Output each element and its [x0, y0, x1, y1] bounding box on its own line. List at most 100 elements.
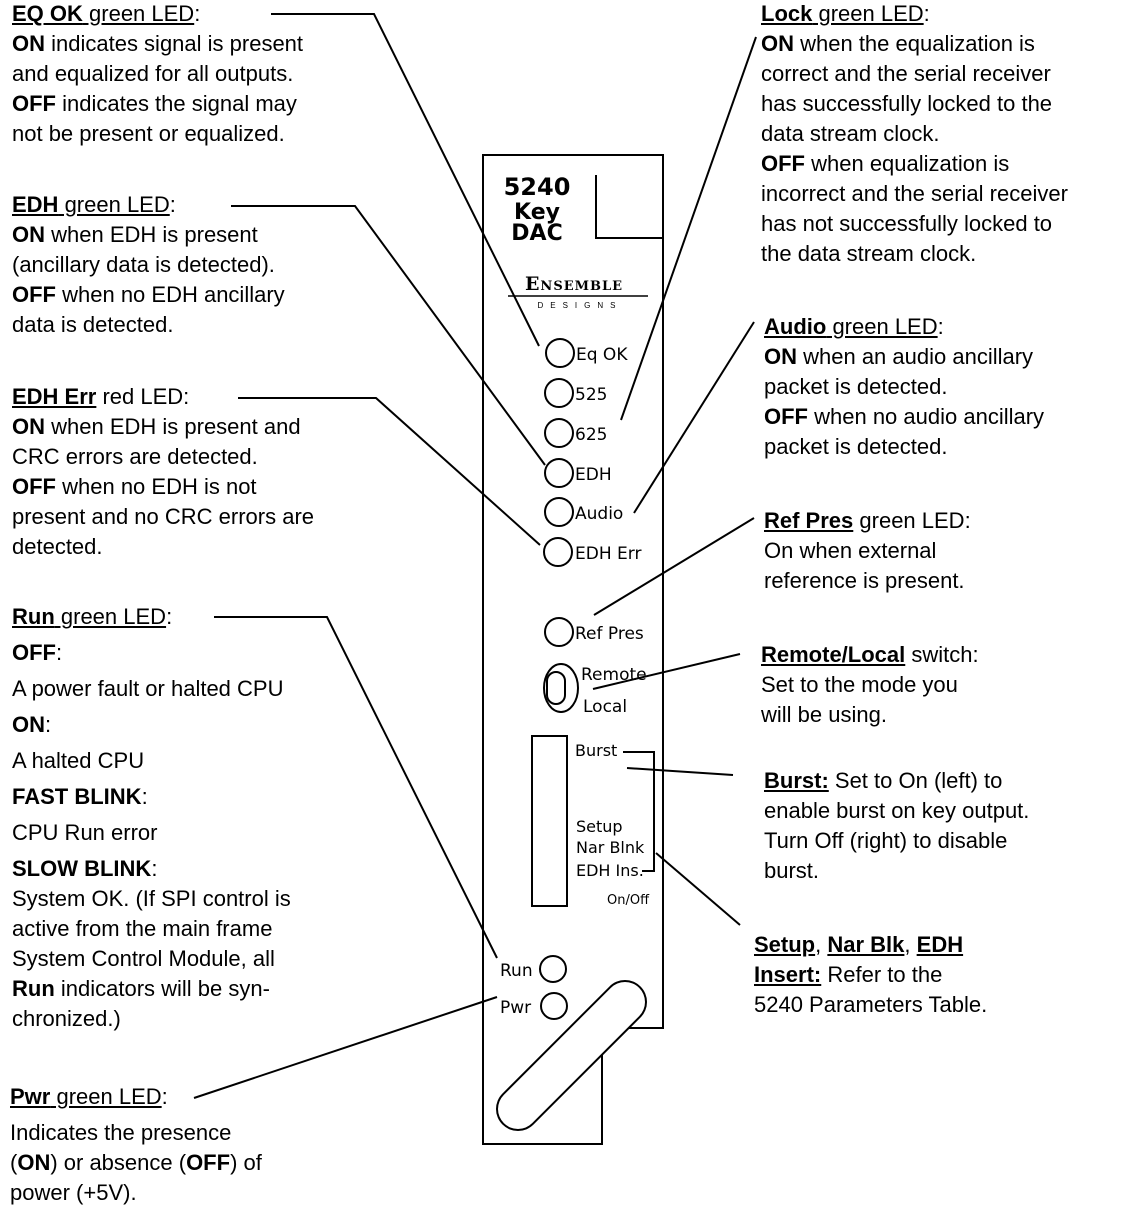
ann-pwr-text3: ) of — [230, 1150, 262, 1175]
ann-edh-off-text2: data is detected. — [12, 312, 174, 337]
leader-lines — [193, 13, 757, 1099]
ann-eq-ok-off: OFF — [12, 91, 56, 116]
leader-burst — [626, 767, 734, 776]
ann-run-name: Run — [12, 604, 55, 629]
led-audio — [544, 497, 574, 527]
ann-edh-err-type: red LED: — [96, 384, 190, 409]
led-edh-err — [543, 537, 573, 567]
ann-lock-on-text2: correct and the serial receiver — [761, 61, 1051, 86]
ann-eq-ok-name: EQ OK — [12, 1, 83, 26]
ann-lock-type: green LED — [812, 1, 924, 26]
ann-run-type: green LED — [54, 604, 167, 629]
led-pwr — [540, 992, 568, 1020]
ann-pwr-type: green LED — [50, 1084, 162, 1109]
ann-eq-ok-on: ON — [12, 31, 45, 56]
leader-audio — [633, 321, 755, 514]
dip-label-on-off: On/Off — [607, 893, 650, 908]
leader-run — [214, 616, 498, 959]
leader-pwr — [193, 996, 498, 1099]
ann-burst-text1: Set to On (left) to — [828, 768, 1003, 793]
ann-run-on-colon: : — [45, 712, 52, 737]
switch-label-local: Local — [583, 697, 627, 717]
ann-run-fast: FAST BLINK — [12, 784, 142, 809]
ann-ref-pres-text2: reference is present. — [764, 568, 965, 593]
ann-lock-colon: : — [923, 1, 930, 26]
ann-audio-on-text: when an audio ancillary — [797, 344, 1034, 369]
ann-audio-off-text2: packet is detected. — [764, 434, 948, 459]
ann-edh-err-on: ON — [12, 414, 45, 439]
ann-setup-text2: 5240 Parameters Table. — [754, 992, 988, 1017]
led-label-625: 625 — [575, 425, 607, 445]
ann-audio-off-text: when no audio ancillary — [808, 404, 1045, 429]
panel-name-line2: DAC — [511, 221, 562, 246]
ann-run-colon: : — [166, 604, 173, 629]
ann-eq-ok-colon: : — [194, 1, 201, 26]
leader-ref-pres — [593, 517, 755, 616]
annotation-lock: Lock green LED: ON when the equalization… — [761, 0, 1068, 269]
ann-remote-local-text2: will be using. — [761, 702, 887, 727]
ann-burst-text3: Turn Off (right) to disable — [764, 828, 1008, 853]
ann-run-slow-run: Run — [12, 976, 55, 1001]
ann-burst-text2: enable burst on key output. — [764, 798, 1030, 823]
led-label-pwr: Pwr — [500, 998, 531, 1018]
ann-setup-name4: Insert: — [754, 962, 822, 987]
ann-run-slow-text5: chronized.) — [12, 1006, 121, 1031]
ann-run-on-text: A halted CPU — [12, 748, 145, 773]
ann-run-slow-colon: : — [151, 856, 158, 881]
ann-pwr-text4: power (+5V). — [10, 1180, 137, 1205]
led-625 — [544, 418, 574, 448]
ann-lock-off-text3: has not successfully locked to — [761, 211, 1053, 236]
ann-pwr-text1: Indicates the presence — [10, 1120, 232, 1145]
brand-logo: Ensemble — [525, 273, 623, 295]
brand-sub: DESIGNS — [537, 301, 622, 310]
dip-label-burst: Burst — [575, 741, 617, 760]
ann-run-slow-text2: active from the main frame — [12, 916, 273, 941]
ann-pwr-name: Pwr — [10, 1084, 51, 1109]
led-label-audio: Audio — [575, 504, 623, 524]
annotation-ref-pres: Ref Pres green LED: On when external ref… — [764, 506, 971, 596]
leader-lock — [620, 36, 757, 421]
ann-audio-colon: : — [937, 314, 944, 339]
leader-edh — [231, 205, 546, 466]
led-525 — [544, 378, 574, 408]
ann-edh-err-off-text3: detected. — [12, 534, 103, 559]
ann-edh-err-off-text2: present and no CRC errors are — [12, 504, 315, 529]
dip-label-setup: Setup — [576, 817, 623, 836]
annotation-burst: Burst: Set to On (left) to enable burst … — [764, 766, 1029, 886]
ann-edh-name: EDH — [12, 192, 59, 217]
ann-lock-off-text4: the data stream clock. — [761, 241, 977, 266]
ann-lock-on-text4: data stream clock. — [761, 121, 940, 146]
ann-ref-pres-type: green LED: — [853, 508, 971, 533]
ann-eq-ok-off-text: indicates the signal may — [56, 91, 297, 116]
ann-setup-name2: Nar Blk — [827, 932, 905, 957]
annotation-edh-err: EDH Err red LED: ON when EDH is present … — [12, 382, 314, 562]
led-label-ref-pres: Ref Pres — [575, 624, 644, 644]
ann-remote-local-type: switch: — [905, 642, 979, 667]
ann-eq-ok-on-text: indicates signal is present — [45, 31, 304, 56]
led-ref-pres — [544, 617, 574, 647]
ann-setup-comma1: , — [815, 932, 828, 957]
dip-bracket — [623, 751, 655, 872]
dip-label-nar-blnk: Nar Blnk — [576, 838, 645, 857]
led-edh — [544, 458, 574, 488]
ann-lock-off-text: when equalization is — [805, 151, 1010, 176]
led-label-eq-ok: Eq OK — [576, 345, 628, 365]
ann-lock-off-text2: incorrect and the serial receiver — [761, 181, 1068, 206]
ann-run-off: OFF — [12, 640, 56, 665]
annotation-run: Run green LED: OFF: A power fault or hal… — [12, 602, 291, 1034]
ann-pwr-on: ON — [17, 1150, 51, 1175]
panel-model: 5240 — [504, 173, 571, 201]
ann-edh-on-text: when EDH is present — [45, 222, 258, 247]
ann-run-fast-text: CPU Run error — [12, 820, 158, 845]
ann-run-slow: SLOW BLINK — [12, 856, 152, 881]
ann-eq-ok-type: green LED — [82, 1, 195, 26]
ann-eq-ok-on-text2: and equalized for all outputs. — [12, 61, 294, 86]
ann-edh-err-off-text: when no EDH is not — [56, 474, 257, 499]
ann-audio-name: Audio — [764, 314, 827, 339]
ann-edh-colon: : — [169, 192, 176, 217]
leader-edh-err — [238, 397, 541, 546]
led-label-run: Run — [500, 961, 533, 981]
ann-burst-text4: burst. — [764, 858, 820, 883]
